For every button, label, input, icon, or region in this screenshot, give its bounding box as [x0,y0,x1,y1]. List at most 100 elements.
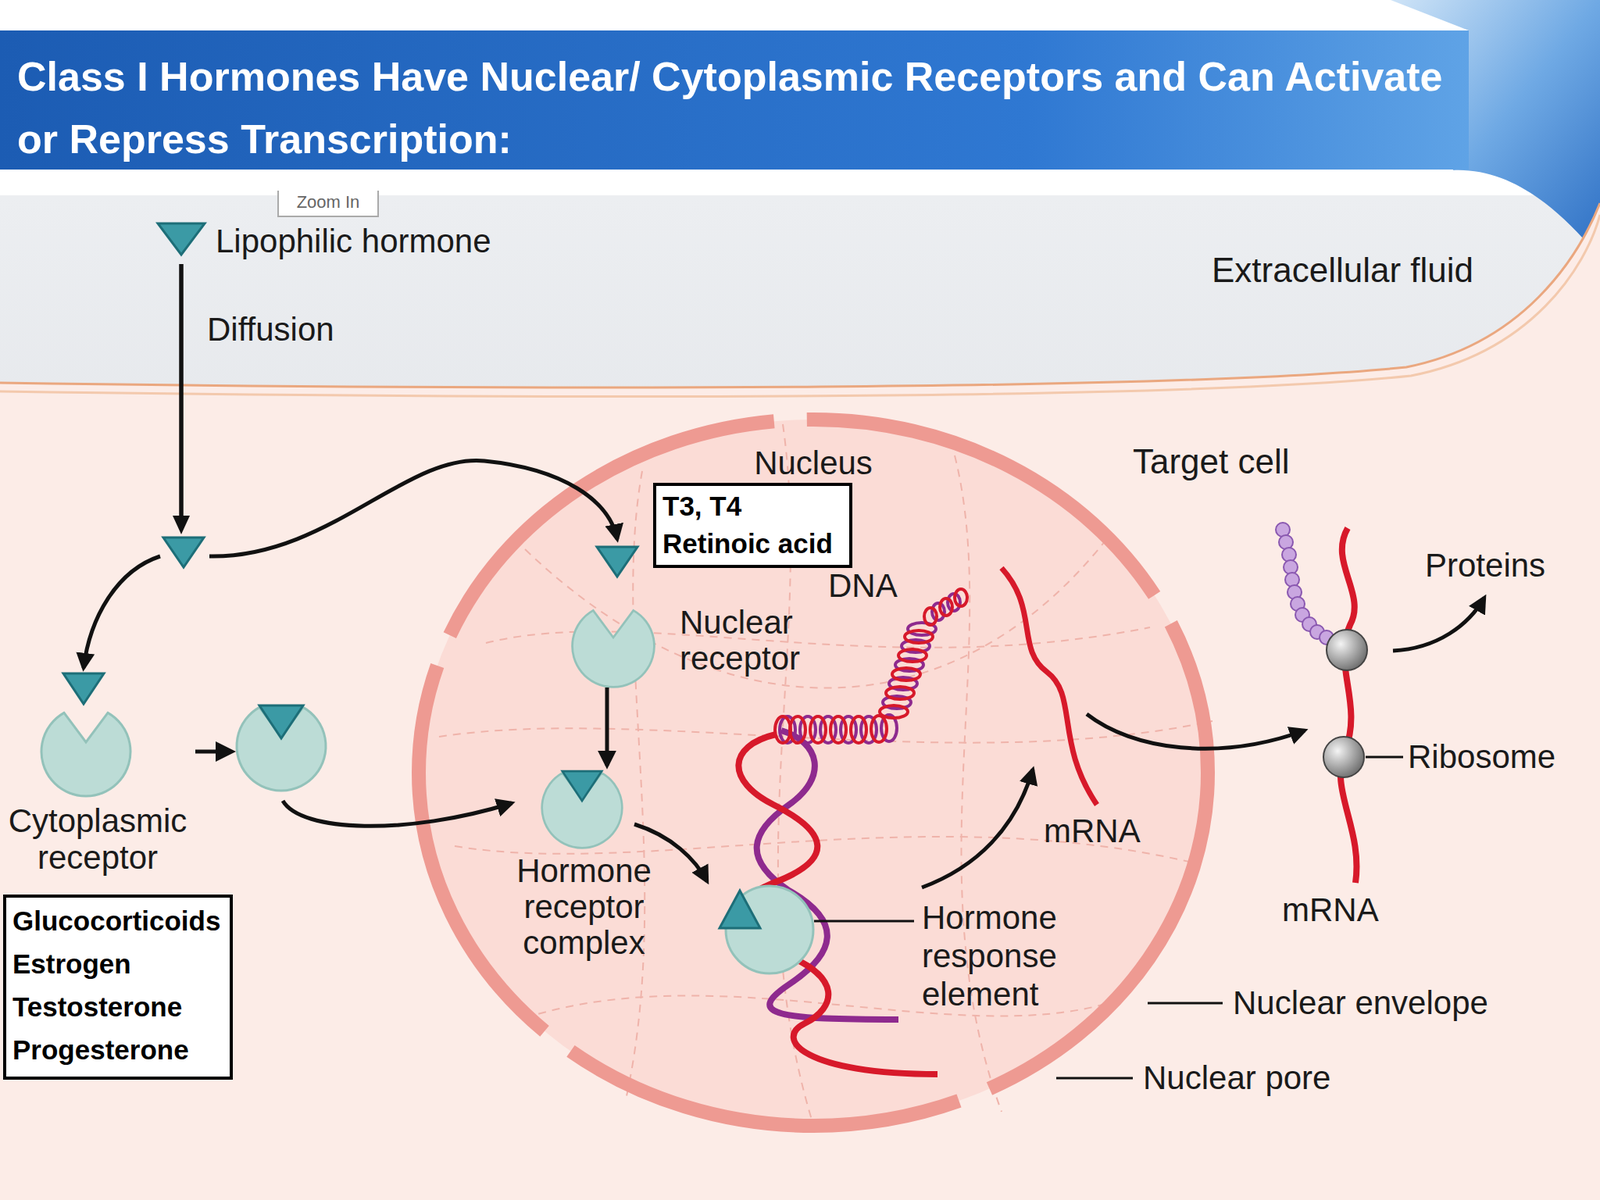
layout-shape [719,890,761,929]
layout-shape [525,995,1111,1018]
list-item: T3, T4 [662,487,843,525]
connector-arrow [195,751,512,826]
layout-shape [1365,756,1404,759]
nuclear-receptor: Nuclear receptor [562,539,829,688]
mrna-strand [1001,567,1097,805]
bound-receptor [236,705,326,791]
layout-shape [1310,625,1325,640]
layout-shape [871,715,887,743]
ribosome [1326,629,1368,671]
layout-shape [860,716,877,743]
layout-shape [775,589,968,743]
layout-shape [1147,1002,1223,1005]
layout-shape [1275,522,1290,537]
cell-cytoplasm [0,203,1600,1200]
layout-shape [789,716,806,743]
hormone-molecule [596,546,638,577]
title-banner [0,30,1469,170]
layout-shape [939,598,953,616]
layout-shape [850,716,867,743]
connector-arrow [605,687,610,766]
list-item: Testosterone [12,985,224,1029]
cell-membrane [0,203,1600,388]
layout-shape [1278,535,1293,550]
arrow-to-dna [634,824,708,882]
layout-shape [882,696,911,709]
layout-shape [1285,572,1300,587]
dna-helix [733,589,968,1075]
layout-shape [947,593,961,611]
layout-shape [1290,596,1305,611]
hormone-molecule [163,537,204,568]
receptor-complex: Hormone receptor complex [511,765,657,971]
layout-shape [800,716,816,743]
protein-chain [1275,522,1343,650]
layout-shape [954,455,1002,1112]
layout-shape [932,603,945,621]
layout-shape [889,677,918,690]
arrow-head [172,515,190,535]
receptor-shape [41,712,131,797]
edge-label: Diffusion [207,310,335,348]
layout-shape [1319,630,1334,645]
slide-title: Class I Hormones Have Nuclear/ Cytoplasm… [17,45,1471,171]
nucleus: NucleusT3, T4Retinoic acidNuclear recept… [407,408,1219,1137]
layout-shape [898,649,927,662]
connector-arrow [181,264,618,557]
node-label: Target cell [1132,442,1290,480]
node-label: Hormone receptor complex [511,853,657,961]
layout-shape [904,630,933,643]
layout-shape [907,622,936,636]
layout-shape [757,730,899,1020]
layout-shape [439,721,1213,743]
layout-shape [626,471,645,1097]
list-item: Estrogen [12,942,224,986]
transcription-arrow [921,769,1033,888]
target-cell: Target cellCytoplasmic receptorGlucocort… [0,195,1600,1200]
layout-shape [830,716,847,743]
layout-shape [236,707,326,791]
layout-shape [810,716,826,743]
arrow-head [215,741,236,762]
layout-shape [779,716,796,743]
layout-shape [814,920,915,923]
hormone-list-box: GlucocorticoidsEstrogenTestosteroneProge… [3,894,233,1080]
node-label: Nuclear receptor [679,604,829,677]
export-arrow [1086,714,1305,749]
hormone-molecule [63,673,104,704]
layout-shape [1302,617,1317,632]
hormone-list-box: T3, T4Retinoic acid [653,482,853,568]
layout-shape [775,716,791,743]
protein-arrow [1392,597,1485,651]
hormone-molecule [157,223,205,255]
layout-shape [1282,547,1297,562]
layout-shape [725,885,814,974]
layout-shape [881,714,897,742]
layout-shape [840,716,857,743]
layout-shape [259,705,304,739]
ribosome [1323,736,1365,778]
mrna-strand [1340,528,1358,883]
layout-shape [924,607,937,625]
leader-lines [814,757,1404,1079]
list-item: Progesterone [12,1028,224,1072]
cell-membrane [0,214,1600,397]
layout-shape [1283,560,1298,575]
layout-shape [954,589,968,607]
list-item: Retinoic acid [662,525,843,563]
nucleoplasm [418,419,1208,1126]
layout-shape [879,705,908,718]
bound-complex [719,885,814,974]
part-label: Extracellular fluid [1211,251,1474,289]
zoom-button-label: Zoom In [277,190,379,218]
node-label: Cytoplasmic receptor [0,802,196,876]
layout-shape [733,734,938,1075]
receptor-complex-shape [542,771,623,848]
layout-shape [895,658,924,672]
node-label: Nucleus [407,444,1219,482]
cytoplasmic-receptor: Cytoplasmic receptor [0,667,196,879]
layout-shape [892,667,921,681]
layout-shape [885,686,915,700]
